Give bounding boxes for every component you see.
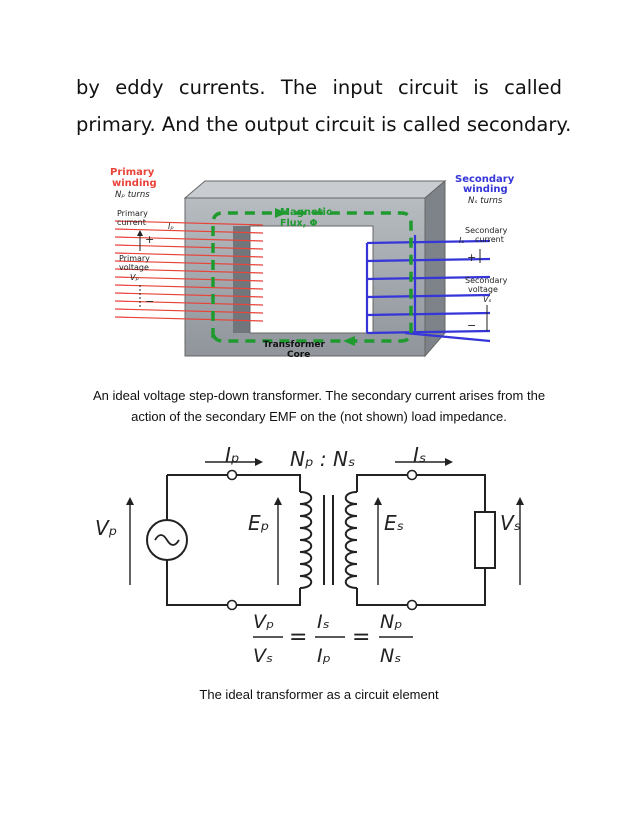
equation-numerator-1: Vₚ — [253, 611, 274, 633]
primary-winding — [114, 220, 264, 322]
equation-numerator-3: Nₚ — [380, 611, 402, 633]
equals-sign-2: = — [352, 625, 370, 650]
arrowheads — [126, 458, 524, 505]
turns-ratio-label: Nₚ : Nₛ — [290, 447, 355, 471]
secondary-voltage-label-2: voltage — [468, 285, 498, 294]
primary-current-label-2: current — [117, 218, 146, 227]
terminal-secondary-top — [406, 469, 418, 481]
sine-wave-icon — [154, 534, 180, 546]
secondary-voltage-label: Vₛ — [500, 511, 521, 535]
secondary-winding-label: Secondary — [455, 174, 515, 185]
primary-current-arrowhead — [137, 230, 143, 236]
figure-2-caption: The ideal transformer as a circuit eleme… — [199, 687, 439, 702]
primary-current-label: Primary — [117, 209, 148, 218]
secondary-current-label: Iₛ — [413, 443, 426, 467]
terminal-primary-top — [226, 469, 238, 481]
secondary-coil — [344, 491, 358, 589]
primary-voltage-label: Vₚ — [95, 516, 117, 540]
transformer-equation: Vₚ Vₛ = Iₛ Iₚ = Nₚ Nₛ — [253, 611, 413, 667]
body-text-line-2: primary. And the output circuit is calle… — [76, 113, 572, 136]
secondary-current-label: Secondary — [465, 226, 508, 235]
current-arrows — [129, 461, 521, 585]
core-label-2: Core — [287, 350, 310, 360]
secondary-current-symbol: Iₛ — [459, 236, 464, 245]
terminal-primary-bottom — [226, 599, 238, 611]
primary-coil — [299, 491, 313, 589]
primary-voltage-symbol: Vₚ — [130, 273, 139, 282]
flux-label-2: Flux, Φ — [280, 218, 318, 229]
equals-sign-1: = — [289, 625, 307, 650]
flux-label: Magnetic — [280, 207, 332, 218]
primary-current-symbol: Iₚ — [168, 222, 174, 231]
core-label: Transformer — [263, 340, 325, 350]
primary-voltage-label-2: voltage — [119, 263, 149, 272]
secondary-turns-label: Nₛ turns — [468, 196, 503, 206]
secondary-winding-label-2: winding — [463, 184, 508, 195]
secondary-emf-label: Eₛ — [384, 511, 404, 535]
equation-denominator-3: Nₛ — [380, 645, 401, 667]
primary-winding-label-2: winding — [112, 178, 157, 189]
body-text-line-1: by eddy currents. The input circuit is c… — [76, 76, 562, 99]
primary-turns-label: Nₚ turns — [115, 190, 150, 200]
equation-numerator-2: Iₛ — [317, 611, 330, 633]
secondary-voltage-symbol: Vₛ — [483, 295, 491, 304]
primary-minus-sign: − — [145, 295, 154, 308]
ideal-transformer-circuit: Iₚ Nₚ : Nₛ Iₛ Vₚ Eₚ Eₛ Vₛ Vₚ Vₛ = Iₛ Iₚ … — [95, 443, 524, 667]
equation-denominator-1: Vₛ — [253, 645, 273, 667]
primary-current-label: Iₚ — [225, 443, 239, 467]
equation-denominator-2: Iₚ — [317, 645, 331, 667]
circuit-wires — [166, 474, 486, 606]
magnetic-flux-path — [211, 211, 413, 343]
secondary-plus-sign: + — [467, 251, 476, 264]
flux-arrow-top — [275, 208, 287, 218]
secondary-minus-sign: − — [467, 319, 476, 332]
secondary-voltage-label: Secondary — [465, 276, 508, 285]
flux-arrow-bottom — [343, 336, 355, 346]
primary-winding-label: Primary — [110, 167, 155, 178]
primary-plus-sign: + — [145, 233, 154, 246]
figure-1-caption-line-2: action of the secondary EMF on the (not … — [131, 409, 507, 424]
terminal-secondary-bottom — [406, 599, 418, 611]
load-resistor — [474, 511, 496, 569]
figure-1-caption-line-1: An ideal voltage step-down transformer. … — [92, 388, 546, 403]
primary-voltage-label: Primary — [119, 254, 150, 263]
primary-emf-label: Eₚ — [248, 511, 269, 535]
secondary-winding — [365, 235, 491, 343]
secondary-current-label-2: current — [475, 235, 504, 244]
transformer-illustration: Primary winding Nₚ turns Primary current… — [110, 167, 515, 360]
